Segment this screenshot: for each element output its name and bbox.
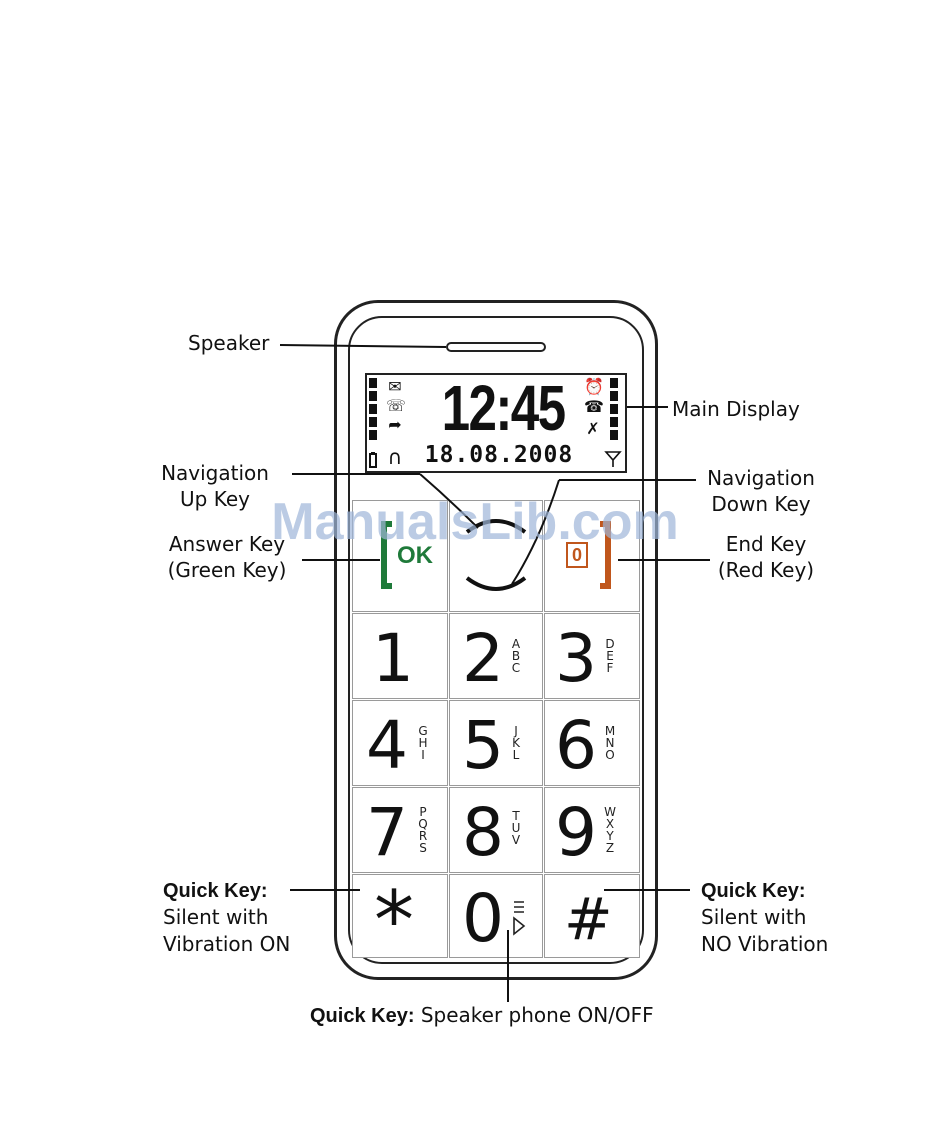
key-9[interactable] — [544, 787, 640, 873]
digit-7: 7 — [366, 794, 408, 871]
key-4[interactable] — [352, 700, 448, 786]
battery-icon — [369, 452, 377, 468]
digit-9: 9 — [555, 794, 597, 871]
quick-key-left-title: Quick Key: — [163, 880, 268, 902]
key-3[interactable] — [544, 613, 640, 699]
call-forward-icon: ➦ — [388, 415, 402, 434]
key-0[interactable] — [449, 874, 543, 958]
navigation-arcs-icon — [465, 519, 527, 591]
main-display-label: Main Display — [672, 397, 800, 421]
envelope-icon: ✉ — [388, 377, 402, 396]
antenna-icon — [604, 451, 622, 467]
key-7[interactable] — [352, 787, 448, 873]
red-handset-icon — [600, 521, 611, 589]
nav-up-label-line1: Navigation — [161, 461, 269, 485]
alarm-icon: ⏰ — [584, 377, 604, 396]
missed-call-icon: ☏ — [386, 396, 407, 415]
divert-icon: ☎ — [584, 397, 604, 416]
key-6[interactable] — [544, 700, 640, 786]
end-key-label-line1: End Key — [725, 532, 807, 556]
end-key-symbol: 0 — [566, 542, 588, 568]
quick-key-right-line2: NO Vibration — [701, 932, 829, 956]
main-display — [365, 373, 627, 473]
hash-symbol: # — [564, 885, 613, 953]
speaker-mode-icon — [513, 901, 526, 936]
speaker-slot — [446, 342, 546, 352]
quick-key-right-line1: Silent with — [701, 905, 807, 929]
nav-down-label-line1: Navigation — [707, 466, 815, 490]
key-star[interactable] — [352, 874, 448, 958]
quick-key-right-title: Quick Key: — [701, 880, 806, 902]
mute-icon: ✗ — [586, 419, 600, 438]
star-symbol: * — [374, 874, 414, 967]
nav-down-label-line2: Down Key — [711, 492, 811, 516]
digit-4: 4 — [366, 707, 408, 784]
answer-key-label-line1: Answer Key — [168, 532, 286, 556]
end-key[interactable] — [544, 500, 640, 612]
display-time: 12:45 — [441, 372, 567, 444]
ok-label: OK — [397, 542, 433, 569]
answer-key[interactable] — [352, 500, 448, 612]
digit-8: 8 — [462, 794, 504, 871]
quick-key-left-line1: Silent with — [163, 905, 269, 929]
green-handset-icon — [381, 521, 392, 589]
watermark-text: ManualsLib.com — [271, 493, 679, 551]
speaker-label: Speaker — [188, 331, 270, 355]
key-8[interactable] — [449, 787, 543, 873]
digit-0: 0 — [462, 880, 504, 957]
digit-6: 6 — [555, 707, 597, 784]
digit-5: 5 — [462, 707, 504, 784]
key-2[interactable] — [449, 613, 543, 699]
battery-level-bar-icon — [369, 378, 377, 440]
key-5[interactable] — [449, 700, 543, 786]
digit-2: 2 — [462, 620, 504, 697]
headset-icon: ∩ — [387, 445, 403, 469]
signal-bar-icon — [610, 378, 618, 440]
quick-key-bottom-label: Quick Key: Speaker phone ON/OFF — [310, 1003, 654, 1027]
answer-key-label-line2: (Green Key) — [167, 558, 287, 582]
digit-3: 3 — [555, 620, 597, 697]
display-date: 18.08.2008 — [424, 442, 574, 468]
key-1[interactable] — [352, 613, 448, 699]
phone-body-outline — [334, 300, 658, 980]
end-key-label-line2: (Red Key) — [717, 558, 815, 582]
key-hash[interactable] — [544, 874, 640, 958]
quick-key-left-line2: Vibration ON — [163, 932, 291, 956]
phone-body-inner — [348, 316, 644, 964]
nav-up-label-line2: Up Key — [180, 487, 250, 511]
digit-1: 1 — [372, 620, 414, 697]
